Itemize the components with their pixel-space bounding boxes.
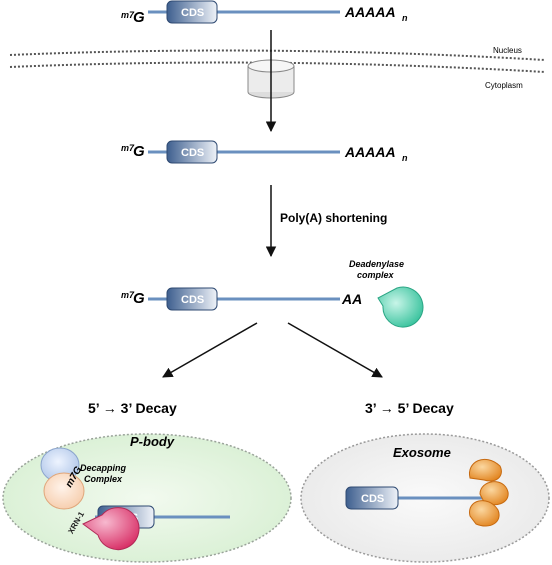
exosome-complex: Exosome CDS <box>300 433 550 563</box>
deadenylase-label-line2: complex <box>357 270 395 280</box>
cds-box <box>166 140 218 164</box>
nucleus-label: Nucleus <box>493 46 522 55</box>
cds-label: CDS <box>181 7 204 19</box>
p-body: P-body CDS m7G Decapping Complex XRN-1 <box>2 433 292 563</box>
cytoplasmic-mrna: m7 G CDS AAAAA n <box>121 140 408 164</box>
polya-shortening-label: Poly(A) shortening <box>280 211 387 225</box>
xrn1-exonuclease-icon <box>82 507 140 551</box>
cap-superscript: m7 <box>121 143 135 153</box>
cds-box <box>345 486 399 510</box>
cds-label: CDS <box>181 294 204 306</box>
envelope-outer-membrane <box>9 49 546 61</box>
cap-base: G <box>133 290 145 307</box>
cap-base: G <box>133 143 145 160</box>
cds-label: CDS <box>181 147 204 159</box>
deadenylase-complex-icon <box>377 286 424 328</box>
polya-subscript: n <box>402 13 408 23</box>
five-to-three-decay-label: 5’ → 3’ Decay <box>88 400 177 416</box>
arrow-to-5-3-decay <box>162 322 258 378</box>
polya-tail: AAAAA <box>344 4 396 20</box>
polya-subscript: n <box>402 153 408 163</box>
deadenylated-mrna: m7 G CDS AA <box>121 287 362 311</box>
cap-superscript: m7 <box>121 290 135 300</box>
exosome-subunit-icon <box>469 458 502 482</box>
exosome-title: Exosome <box>393 445 451 460</box>
decapping-subunit-icon <box>43 472 85 510</box>
cds-box <box>166 0 218 24</box>
decapping-label-line2: Complex <box>84 474 123 484</box>
cap-base: G <box>133 9 145 26</box>
short-tail: AA <box>341 291 362 307</box>
cap-superscript: m7 <box>121 10 135 20</box>
cds-box <box>166 287 218 311</box>
decapping-label-line1: Decapping <box>80 463 127 473</box>
p-body-title: P-body <box>130 434 175 449</box>
arrow-to-3-5-decay <box>287 322 383 378</box>
nuclear-mrna: m7 G CDS AAAAA n <box>121 0 408 26</box>
deadenylase-label-line1: Deadenylase <box>349 259 404 269</box>
polya-tail: AAAAA <box>344 144 396 160</box>
exosome-subunit-icon <box>469 500 500 527</box>
envelope-inner-membrane <box>9 61 546 73</box>
nuclear-envelope: Nucleus Cytoplasm <box>9 46 546 90</box>
three-to-five-decay-label: 3’ → 5’ Decay <box>365 400 454 416</box>
cds-label: CDS <box>361 493 384 505</box>
cytoplasm-label: Cytoplasm <box>485 81 523 90</box>
